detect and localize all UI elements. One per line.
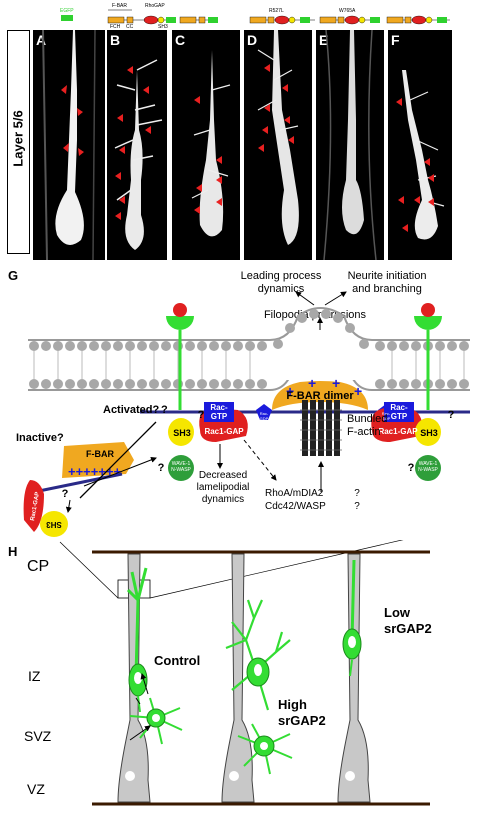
svz-multipolar-neuron bbox=[129, 697, 183, 745]
svg-text:+: + bbox=[332, 375, 340, 391]
activated-label: Activated? bbox=[103, 404, 160, 416]
micrograph-e: E bbox=[316, 30, 384, 260]
rac1-gap-left-label: Rac1-GAP bbox=[204, 427, 244, 436]
rac-gdp-left bbox=[256, 404, 272, 420]
sh3-right-label: SH3 bbox=[420, 428, 438, 438]
inactive-label: Inactive? bbox=[16, 432, 64, 444]
construct-wt: F-BAR RhoGAP FCH CC SH3 bbox=[107, 3, 176, 30]
question-inactive: ? bbox=[61, 488, 69, 500]
fbar-dimer bbox=[272, 381, 368, 410]
fbar-dimer-label: F-BAR dimer bbox=[286, 390, 354, 402]
lipid-bilayer bbox=[28, 307, 470, 391]
panel-letter-c: C bbox=[175, 32, 186, 48]
rac-gtp-right-label: Rac- GTP bbox=[390, 403, 408, 421]
low-srgap2-label: Low srGAP2 bbox=[384, 605, 432, 636]
wave-nwasp-left bbox=[168, 455, 194, 481]
inactive-fbar-plus: +++++++ bbox=[68, 464, 122, 479]
bundled-actin bbox=[302, 400, 340, 456]
wave-left-label: WAVE-1 N-WASP bbox=[171, 461, 191, 473]
rac-gdp-right-label: Rac- GDP bbox=[381, 411, 391, 421]
panel-letter-b: B bbox=[110, 32, 121, 48]
panel-letter-d: D bbox=[247, 32, 258, 48]
control-label: Control bbox=[154, 653, 201, 668]
zone-svz: SVZ bbox=[24, 728, 52, 744]
construct-schematics: EGFP F-BAR RhoGAP FCH CC SH3 R527L W765A bbox=[60, 3, 450, 30]
rac-gtp-left bbox=[204, 402, 234, 422]
panel-letter-h: H bbox=[8, 544, 18, 559]
micrograph-c: C bbox=[172, 30, 240, 260]
leading-process-label: Leading process dynamics bbox=[240, 270, 322, 295]
sh3-label: SH3 bbox=[158, 24, 168, 30]
rhogap-domain-label: RhoGAP bbox=[145, 3, 165, 9]
panel-letter-f: F bbox=[391, 32, 400, 48]
control-neuron bbox=[126, 567, 148, 713]
question-wave-left: ? bbox=[157, 462, 165, 474]
sh3-left-label: SH3 bbox=[173, 428, 191, 438]
r527l-label: R527L bbox=[269, 8, 284, 14]
sh3-inactive-label: SH3 bbox=[46, 520, 62, 529]
egfp-box bbox=[61, 15, 73, 21]
radial-glia-3 bbox=[337, 553, 371, 803]
construct-w765a: W765A bbox=[319, 8, 380, 25]
bundled-factin-label: Bundled F-actin bbox=[347, 413, 388, 438]
question-cdc42: ? bbox=[354, 501, 360, 512]
receptor-left bbox=[166, 303, 194, 410]
svg-text:+: + bbox=[308, 375, 316, 391]
sh3-domain-left bbox=[168, 418, 194, 446]
decreased-lamellipodial-label: Decreased lamelipodial dynamics bbox=[196, 470, 250, 505]
rac-gdp-left-label: Rac- GDP bbox=[259, 411, 269, 421]
construct-egfp: EGFP bbox=[60, 8, 74, 21]
inactive-fbar-label: F-BAR bbox=[86, 449, 114, 459]
construct-fbar-only bbox=[179, 16, 218, 24]
micrograph-a: A bbox=[33, 30, 105, 260]
svg-text:+: + bbox=[354, 383, 362, 399]
construct-r527l: R527L bbox=[249, 8, 315, 25]
question-activated: ? bbox=[161, 404, 168, 416]
receptor-right bbox=[414, 303, 442, 410]
zone-cp: CP bbox=[27, 558, 50, 575]
migration-schematic bbox=[59, 540, 430, 806]
question-rhoa: ? bbox=[354, 488, 360, 499]
egfp-label: EGFP bbox=[60, 8, 74, 14]
panel-letter-g: G bbox=[8, 268, 19, 283]
cc-label: CC bbox=[126, 24, 134, 30]
high-srgap2-label: High srGAP2 bbox=[278, 697, 326, 728]
rac-gtp-left-label: Rac- GTP bbox=[210, 403, 228, 421]
low-srgap2-neuron bbox=[342, 559, 362, 677]
cdc42-wasp-label: Cdc42/WASP bbox=[265, 501, 326, 512]
question-sh3-left: ? bbox=[197, 409, 205, 421]
zone-vz: VZ bbox=[27, 781, 45, 797]
high-srgap2-multipolar bbox=[237, 723, 293, 775]
layer-label-box: Layer 5/6 bbox=[7, 30, 30, 254]
micrograph-b: B bbox=[107, 30, 167, 260]
high-srgap2-neuron bbox=[225, 599, 291, 711]
neurite-initiation-label: Neurite initiation and branching bbox=[347, 270, 427, 295]
rac-gtp-right bbox=[384, 402, 414, 422]
w765a-label: W765A bbox=[339, 8, 356, 14]
panel-letter-e: E bbox=[319, 32, 329, 48]
svg-text:+: + bbox=[286, 383, 294, 399]
membrane-mechanism-diagram: + + + + +++++++ bbox=[23, 291, 470, 537]
micrograph-f: F bbox=[388, 30, 452, 260]
question-wave-right: ? bbox=[407, 462, 415, 474]
rhoa-mdia2-label: RhoA/mDIA2 bbox=[265, 488, 324, 499]
sh3-domain-right bbox=[415, 418, 441, 446]
layer-label: Layer 5/6 bbox=[10, 110, 26, 167]
question-sh3-right: ? bbox=[447, 409, 455, 421]
wave-right-label: WAVE-1 N-WASP bbox=[418, 461, 438, 473]
zone-iz: IZ bbox=[28, 668, 41, 684]
panel-letter-a: A bbox=[36, 32, 47, 48]
micrograph-d: D bbox=[244, 30, 312, 260]
rac1-gap-right-label: Rac1-GAP bbox=[378, 427, 418, 436]
fbar-domain-label: F-BAR bbox=[112, 3, 127, 9]
fch-label: FCH bbox=[110, 24, 121, 30]
inactive-srgap2: +++++++ bbox=[23, 442, 134, 537]
construct-delta-fbar bbox=[386, 15, 450, 25]
wave-nwasp-right bbox=[415, 455, 441, 481]
